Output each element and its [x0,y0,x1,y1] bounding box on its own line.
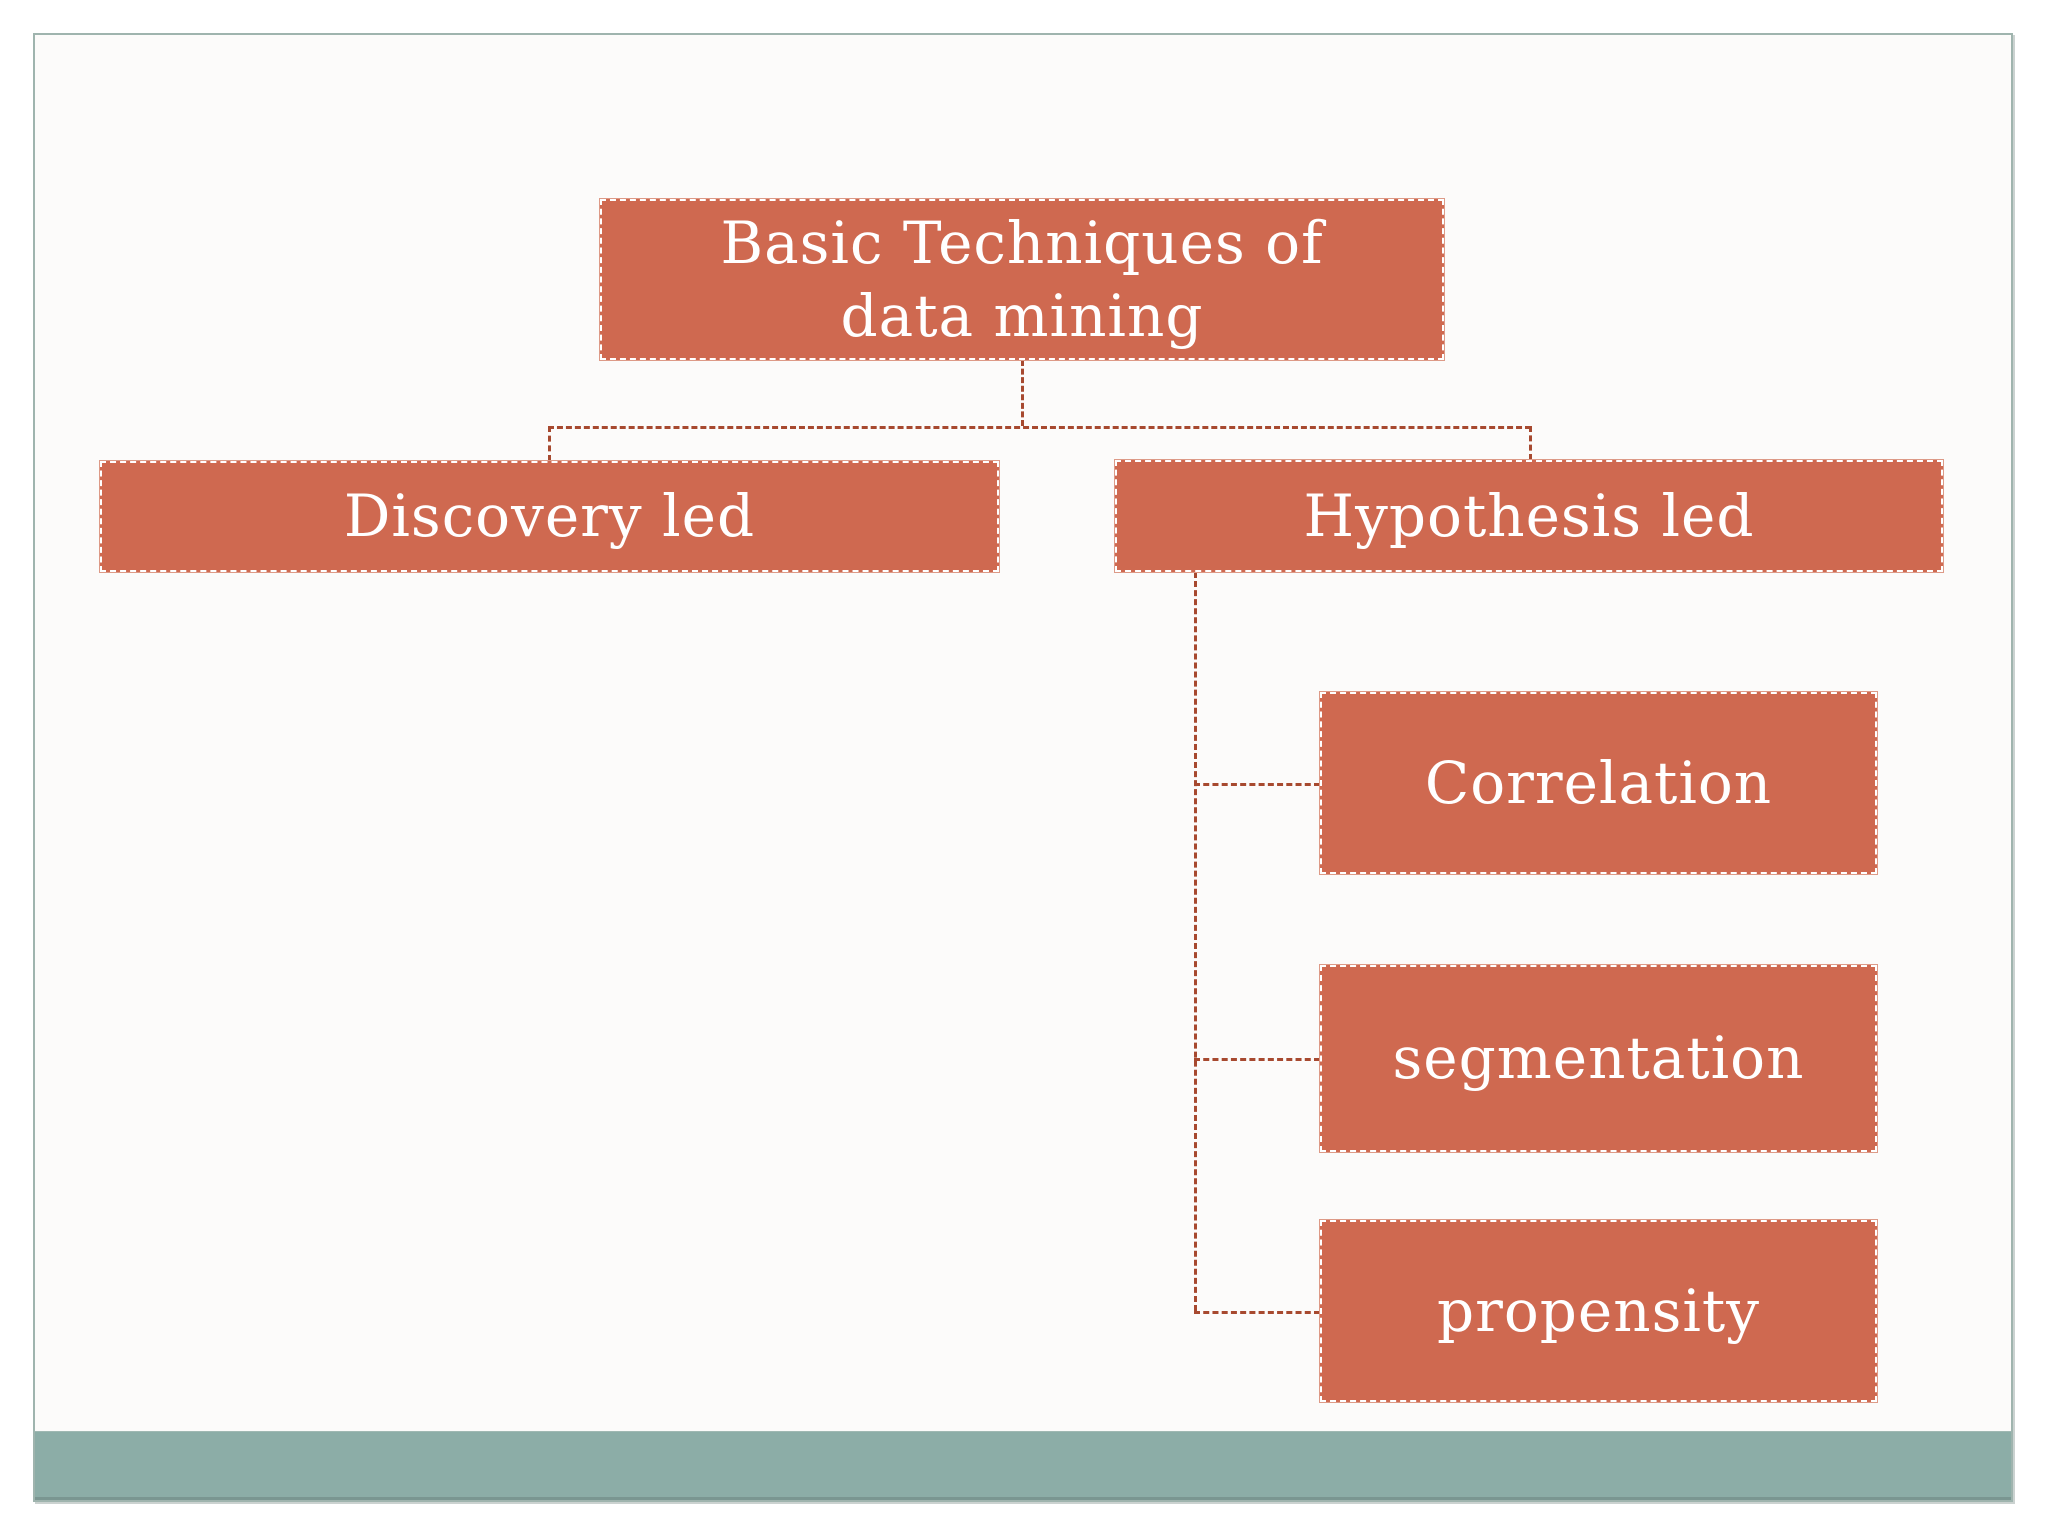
correlation-node-label: Correlation [1424,748,1773,817]
root-node-label: Basic Techniques of data mining [720,207,1323,353]
slide-footer-bar [35,1431,2011,1500]
hypothesis-node-label: Hypothesis led [1303,481,1755,550]
connector-hypothesis-drop [1529,426,1532,460]
connector-hypothesis-trunk [1194,572,1197,1311]
diagram-node-correlation: Correlation [1319,691,1878,875]
diagram-node-segmentation: segmentation [1319,964,1878,1153]
connector-root-stub [1021,360,1024,426]
diagram-node-hypothesis-led: Hypothesis led [1114,459,1944,573]
segmentation-node-label: segmentation [1392,1024,1805,1092]
connector-segmentation-branch [1194,1058,1320,1061]
connector-propensity-branch [1194,1311,1320,1314]
propensity-node-label: propensity [1437,1276,1760,1345]
root-node-label-line2: data mining [840,281,1204,350]
root-node-label-line1: Basic Techniques of [720,208,1324,277]
slide-canvas: Basic Techniques of data mining Discover… [33,33,2013,1502]
diagram-node-propensity: propensity [1319,1219,1878,1403]
connector-discovery-drop [548,426,551,461]
connector-branch-bar [548,426,1531,429]
diagram-node-root: Basic Techniques of data mining [599,198,1445,361]
connector-correlation-branch [1194,783,1320,786]
diagram-node-discovery-led: Discovery led [99,460,1000,573]
discovery-node-label: Discovery led [343,482,756,550]
